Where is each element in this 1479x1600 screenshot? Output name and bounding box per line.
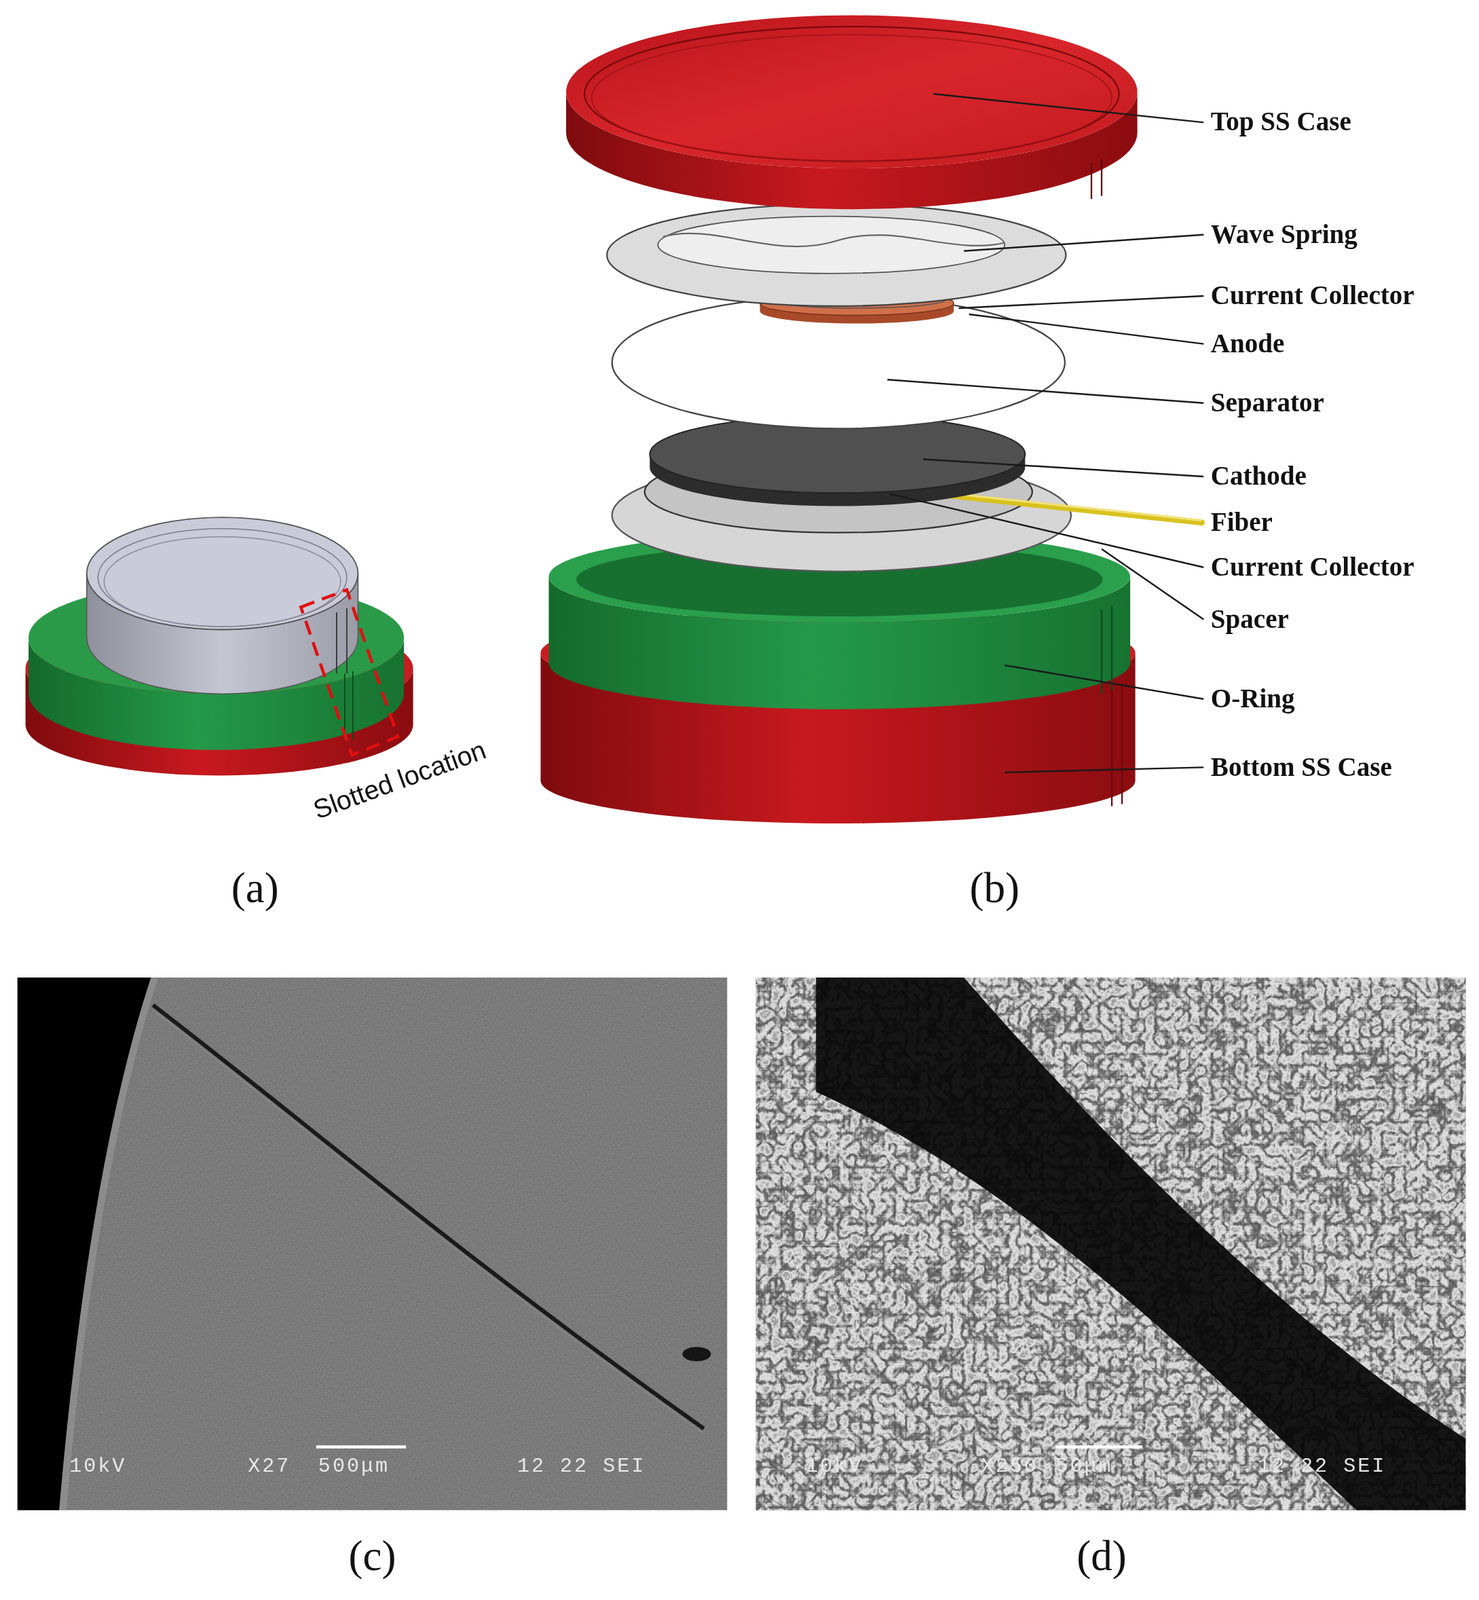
part-label: Anode xyxy=(1210,328,1285,360)
part-label: Current Collector xyxy=(1210,551,1415,583)
part-label: O-Ring xyxy=(1210,683,1296,715)
panel-letter: (a) xyxy=(231,862,279,913)
part-label: Current Collector xyxy=(1210,280,1415,311)
sem-image-high-mag xyxy=(756,977,1467,1511)
sem-image-low-mag xyxy=(17,977,728,1511)
panel-letter: (b) xyxy=(969,862,1020,913)
leader-lines xyxy=(887,93,1204,773)
part-label: Spacer xyxy=(1210,604,1289,635)
sem-annotation: X250 xyxy=(981,1454,1039,1479)
part-label: Top SS Case xyxy=(1210,107,1352,138)
sem-annotation: 10kV xyxy=(805,1454,863,1479)
part-label: Cathode xyxy=(1210,461,1307,493)
part-label: Wave Spring xyxy=(1210,219,1358,250)
assembled-cell xyxy=(25,517,414,776)
sem-annotation: 12 22 SEI xyxy=(517,1454,646,1479)
part-label: Bottom SS Case xyxy=(1210,752,1393,783)
panel-letter: (d) xyxy=(1076,1531,1127,1581)
part-label: Separator xyxy=(1210,387,1325,419)
sem-annotation: X27 xyxy=(247,1454,291,1479)
exploded-cell xyxy=(540,15,1202,825)
panel-letter: (c) xyxy=(348,1531,396,1581)
sem-annotation: 500μm xyxy=(318,1454,390,1479)
sem-annotation: 12 22 SEI xyxy=(1257,1454,1387,1479)
sem-annotation: 50μm xyxy=(1055,1454,1113,1479)
part-label: Fiber xyxy=(1210,507,1273,538)
sem-annotation: 10kV xyxy=(69,1454,127,1479)
